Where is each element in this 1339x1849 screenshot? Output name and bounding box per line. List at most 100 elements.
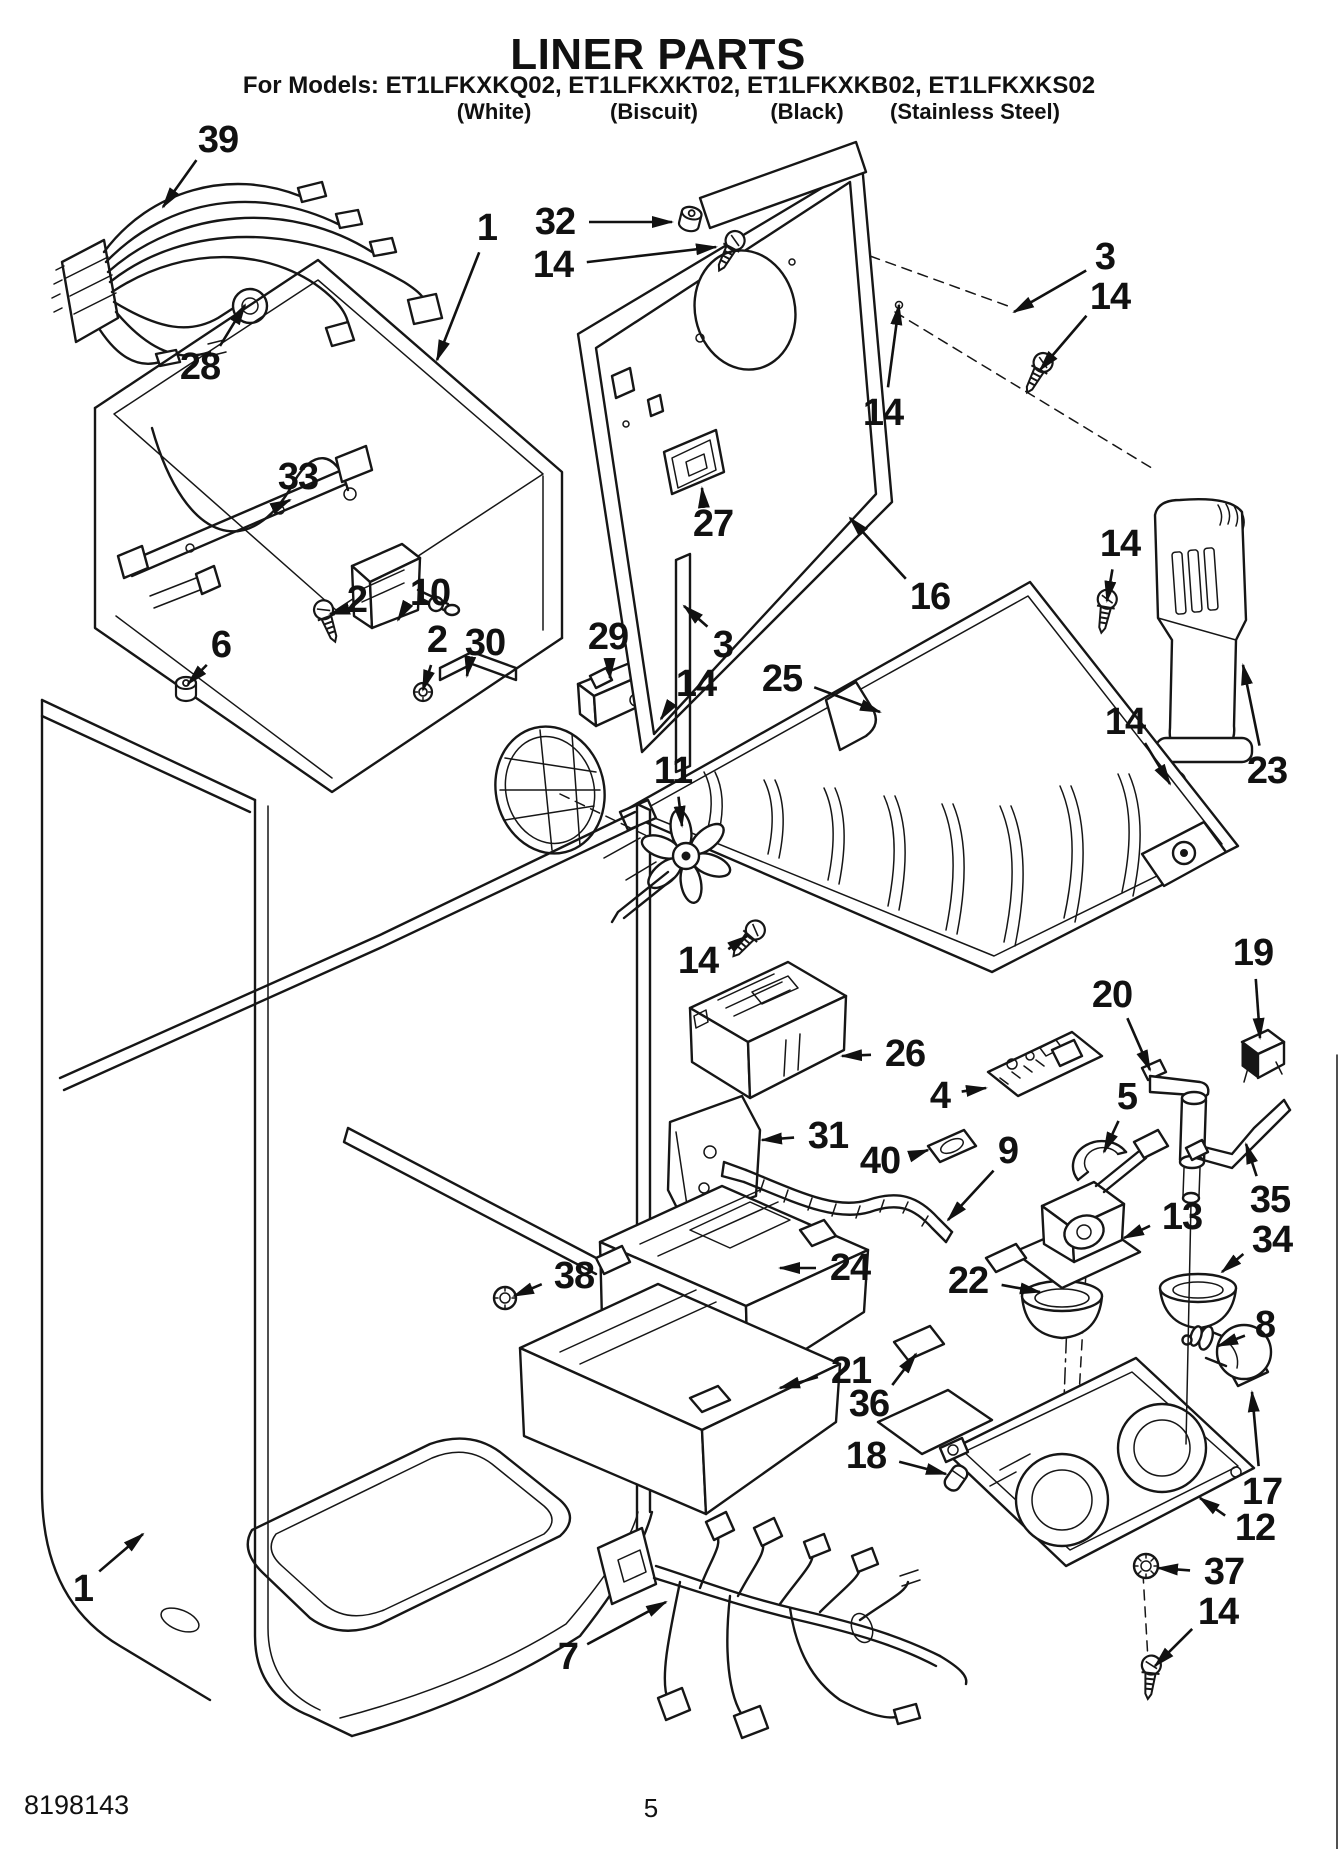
leader-line-34-35 <box>1220 1253 1245 1274</box>
callout-21-39: 21 <box>830 1350 872 1392</box>
callout-32-3: 32 <box>534 201 576 243</box>
callout-3-5: 3 <box>1094 236 1116 278</box>
callout-8-37: 8 <box>1254 1304 1276 1346</box>
color-variant-4: (Stainless Steel) <box>890 99 1060 124</box>
callout-14-24: 14 <box>677 940 719 982</box>
leader-line-6-15 <box>186 663 208 686</box>
callout-36-40: 36 <box>848 1383 890 1425</box>
callout-31-27: 31 <box>807 1115 849 1157</box>
callout-14-4: 14 <box>532 244 574 286</box>
callout-12-44: 12 <box>1234 1507 1276 1549</box>
callout-4-26: 4 <box>929 1075 951 1117</box>
callout-30-14: 30 <box>464 622 506 664</box>
callout-2-13: 2 <box>426 619 448 661</box>
leader-line-8-37 <box>1216 1333 1246 1348</box>
callout-1-48: 1 <box>72 1568 94 1610</box>
leader-line-20-31 <box>1126 1017 1152 1072</box>
leader-line-1-2 <box>435 251 481 362</box>
callout-39-0: 39 <box>197 119 239 161</box>
leader-line-17-43 <box>1247 1390 1260 1467</box>
leader-line-11-23 <box>673 796 686 828</box>
leader-line-35-34 <box>1244 1142 1258 1177</box>
callout-18-41: 18 <box>845 1435 887 1477</box>
callout-13-33: 13 <box>1161 1196 1203 1238</box>
leader-line-26-25 <box>840 1049 872 1062</box>
defrost-jumper-40-art <box>926 1128 978 1164</box>
callout-17-43: 17 <box>1241 1471 1283 1513</box>
page-number: 5 <box>643 1793 659 1823</box>
callout-11-23: 11 <box>653 750 693 792</box>
color-variant-2: (Biscuit) <box>610 99 698 124</box>
leader-line-36-40 <box>891 1352 918 1386</box>
callout-19-30: 19 <box>1232 932 1274 974</box>
leader-line-21-39 <box>778 1375 819 1390</box>
leader-line-33-10 <box>269 498 292 515</box>
thermostat-13-art <box>984 1128 1170 1290</box>
callout-14-7: 14 <box>862 392 904 434</box>
leader-line-14-22 <box>1143 742 1172 786</box>
leader-line-19-30 <box>1252 978 1265 1040</box>
freezer-liner-art <box>93 258 564 794</box>
shield-plate-31-art <box>666 1094 762 1224</box>
shield-21-art <box>518 1282 842 1516</box>
leader-line-2-13 <box>421 664 435 692</box>
leader-line-40-28 <box>907 1148 930 1163</box>
wiring-harness-39-art <box>51 180 444 368</box>
thermostat-capillary-20-art <box>1140 1058 1210 1445</box>
page-title: LINER PARTS <box>510 30 806 79</box>
callout-33-10: 33 <box>277 456 319 498</box>
leader-line-18-41 <box>898 1460 948 1476</box>
wiring-harness-7-art <box>596 1510 968 1740</box>
air-tower-23-art <box>1090 498 1254 843</box>
leader-line-14-17 <box>659 699 678 721</box>
grommet-37-art <box>1132 1552 1160 1580</box>
callout-3-18: 3 <box>712 624 734 666</box>
callout-10-12: 10 <box>409 572 451 614</box>
callout-leader-lines <box>98 159 1265 1668</box>
leader-line-27-8 <box>697 486 710 509</box>
leader-line-14-21 <box>1104 569 1117 603</box>
leader-line-23-20 <box>1241 663 1261 746</box>
callout-14-46: 14 <box>1197 1591 1239 1633</box>
leader-line-30-14 <box>464 655 477 678</box>
callout-5-32: 5 <box>1116 1076 1138 1118</box>
leader-line-9-29 <box>946 1169 995 1222</box>
fresh-food-liner-art <box>40 698 654 1738</box>
document-number: 8198143 <box>24 1790 130 1820</box>
leader-line-14-7 <box>886 303 903 388</box>
callout-14-6: 14 <box>1089 276 1131 318</box>
callout-14-22: 14 <box>1104 701 1146 743</box>
callout-24-38: 24 <box>829 1247 871 1289</box>
callout-2-11: 2 <box>346 579 368 621</box>
callout-22-36: 22 <box>947 1260 989 1302</box>
callout-40-28: 40 <box>859 1140 901 1182</box>
leader-line-14-4 <box>586 243 718 264</box>
clip-19-art <box>1240 1028 1286 1083</box>
c-clip-5-art <box>1071 1139 1128 1182</box>
callout-25-19: 25 <box>761 658 803 700</box>
leader-line-4-26 <box>961 1084 988 1097</box>
leader-line-38-42 <box>512 1282 543 1298</box>
bracket-33-art <box>116 444 374 609</box>
leader-line-12-44 <box>1198 1496 1226 1517</box>
callout-38-42: 38 <box>553 1255 595 1297</box>
leader-line-39-0 <box>161 159 198 209</box>
callout-23-20: 23 <box>1246 750 1288 792</box>
leader-line-25-19 <box>813 686 882 714</box>
leader-line-28-1 <box>218 303 247 347</box>
callout-6-15: 6 <box>210 624 232 666</box>
circuit-board-4-art <box>986 1030 1104 1098</box>
callout-26-25: 26 <box>884 1033 926 1075</box>
plug-38-art <box>492 1285 518 1311</box>
callout-14-17: 14 <box>675 663 717 705</box>
callout-20-31: 20 <box>1091 974 1133 1016</box>
callout-7-47: 7 <box>557 1636 579 1678</box>
callout-35-34: 35 <box>1249 1179 1291 1221</box>
callout-16-9: 16 <box>909 576 951 618</box>
leader-line-3-18 <box>682 604 709 628</box>
harness-9-art <box>720 1160 954 1244</box>
leader-line-16-9 <box>848 516 907 580</box>
light-housing-12-art <box>876 1243 1270 1701</box>
